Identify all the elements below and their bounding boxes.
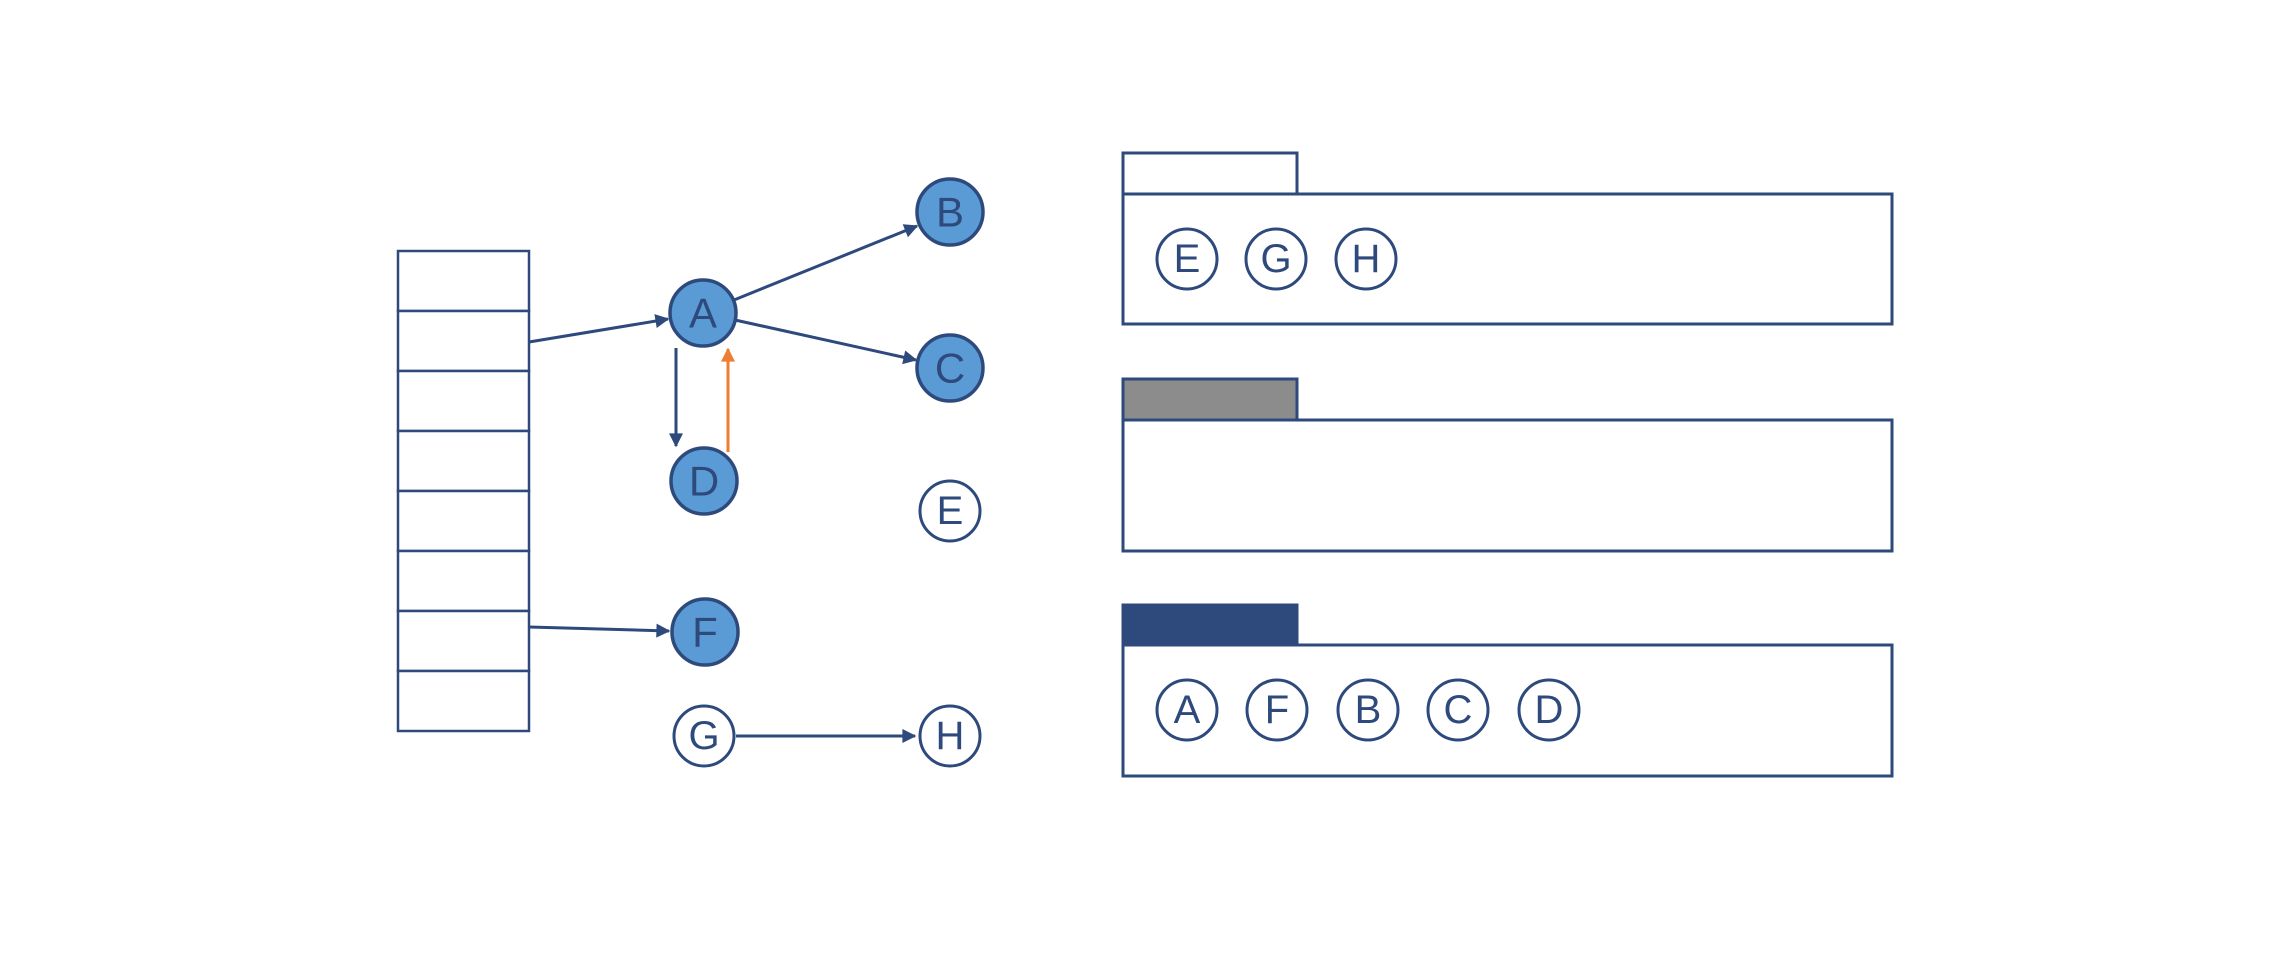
stack-cell	[396, 429, 531, 493]
node-c-label: C	[935, 345, 965, 392]
tray-1: E G H	[1121, 151, 1894, 326]
tray-1-item-g: G	[1244, 227, 1308, 291]
node-c-circle	[915, 333, 985, 403]
node-b: B	[915, 177, 985, 247]
edge-a-to-b	[733, 224, 919, 302]
node-e-circle	[918, 479, 982, 543]
node-e: E	[918, 479, 982, 543]
tray-3-item-b-circle	[1336, 678, 1400, 742]
tray-3-item-a: A	[1155, 678, 1219, 742]
stack-cell	[396, 369, 531, 433]
tray-2-tab	[1121, 377, 1299, 422]
tray-3-body	[1121, 643, 1894, 778]
tray-3-item-c-circle	[1426, 678, 1490, 742]
edge-stack-to-f	[528, 623, 671, 638]
node-d-label: D	[689, 458, 719, 505]
stack-cell	[396, 549, 531, 613]
node-f: F	[670, 597, 740, 667]
node-e-label: E	[937, 489, 964, 533]
tray-3-tab	[1121, 603, 1299, 647]
stack-cell	[396, 609, 531, 673]
tray-3: A F B C D	[1121, 603, 1894, 778]
tray-3-item-b-label: B	[1355, 688, 1382, 732]
tray-1-item-e-label: E	[1174, 237, 1201, 281]
stack-cell	[396, 489, 531, 553]
graph-edges	[528, 224, 919, 743]
node-f-circle	[670, 597, 740, 667]
graph-nodes: A B C D E F G H	[668, 177, 985, 768]
tray-2-body	[1121, 418, 1894, 553]
tray-3-item-f: F	[1245, 678, 1309, 742]
root-stack	[396, 249, 531, 733]
tray-1-item-g-label: G	[1260, 237, 1291, 281]
tray-1-tab	[1121, 151, 1299, 196]
node-h-label: H	[936, 714, 965, 758]
node-g: G	[672, 704, 736, 768]
tray-1-item-h: H	[1334, 227, 1398, 291]
node-a-circle	[668, 278, 738, 348]
node-a: A	[668, 278, 738, 348]
node-h: H	[918, 704, 982, 768]
node-f-label: F	[692, 609, 718, 656]
node-d: D	[669, 446, 739, 516]
node-d-circle	[669, 446, 739, 516]
node-b-circle	[915, 177, 985, 247]
tray-3-item-c: C	[1426, 678, 1490, 742]
tray-3-item-d-circle	[1517, 678, 1581, 742]
tray-1-item-g-circle	[1244, 227, 1308, 291]
node-a-label: A	[689, 290, 717, 337]
node-b-label: B	[936, 189, 964, 236]
tray-3-item-a-label: A	[1174, 688, 1201, 732]
tray-3-item-c-label: C	[1444, 688, 1473, 732]
tray-3-item-d: D	[1517, 678, 1581, 742]
stack-cell	[396, 249, 531, 313]
tray-3-item-d-label: D	[1535, 688, 1564, 732]
tray-1-body	[1121, 192, 1894, 326]
node-g-circle	[672, 704, 736, 768]
stack-cell	[396, 309, 531, 373]
tray-3-item-a-circle	[1155, 678, 1219, 742]
tray-1-item-e: E	[1155, 227, 1219, 291]
edge-a-to-c	[734, 318, 918, 365]
stack-cell	[396, 669, 531, 733]
edge-stack-to-a	[528, 314, 670, 344]
tray-3-item-f-circle	[1245, 678, 1309, 742]
node-g-label: G	[688, 714, 719, 758]
tray-1-item-h-label: H	[1352, 237, 1381, 281]
tray-3-item-b: B	[1336, 678, 1400, 742]
tray-2	[1121, 377, 1894, 553]
node-h-circle	[918, 704, 982, 768]
tray-1-item-e-circle	[1155, 227, 1219, 291]
tray-3-item-f-label: F	[1265, 688, 1289, 732]
tray-1-item-h-circle	[1334, 227, 1398, 291]
node-c: C	[915, 333, 985, 403]
